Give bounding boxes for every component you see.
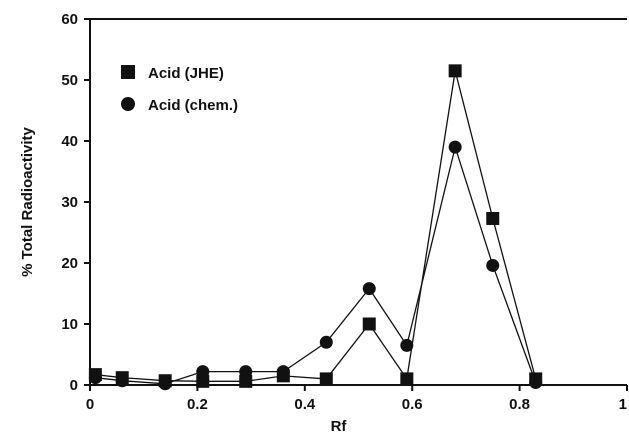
y-tick-label: 10 xyxy=(61,316,78,333)
data-point-circle xyxy=(319,335,333,349)
data-point-circle xyxy=(196,365,210,379)
data-point-circle xyxy=(239,365,253,379)
y-tick-label: 0 xyxy=(70,377,78,394)
data-point-square xyxy=(121,65,135,79)
x-tick-label: 0.8 xyxy=(509,396,530,413)
x-tick-label: 0.6 xyxy=(402,396,423,413)
data-point-circle xyxy=(362,282,376,296)
data-point-square xyxy=(362,317,376,331)
data-point-circle xyxy=(158,377,172,391)
data-point-circle xyxy=(276,365,290,379)
legend: Acid (JHE) Acid (chem.) xyxy=(121,65,238,114)
y-tick-label: 20 xyxy=(61,255,78,272)
y-tick-label: 60 xyxy=(61,11,78,28)
y-tick-label: 40 xyxy=(61,133,78,150)
data-point-square xyxy=(319,372,333,386)
y-axis-title: % Total Radioactivity xyxy=(19,126,36,276)
x-tick-label: 0 xyxy=(86,396,94,413)
data-point-circle xyxy=(115,374,129,388)
y-tick-label: 30 xyxy=(61,194,78,211)
x-tick-label: 0.4 xyxy=(294,396,316,413)
data-point-circle xyxy=(121,97,135,111)
data-point-circle xyxy=(88,371,102,385)
data-point-square xyxy=(486,211,500,225)
series-line-circle xyxy=(95,144,537,385)
x-axis-title: Rf xyxy=(331,418,348,435)
data-point-circle xyxy=(486,258,500,272)
x-tick-label: 1 xyxy=(619,396,627,413)
series-line-square xyxy=(95,70,537,382)
data-point-square xyxy=(448,64,462,78)
data-point-square xyxy=(400,372,414,386)
data-point-circle xyxy=(529,376,543,390)
x-tick-label: 0.2 xyxy=(187,396,208,413)
legend-label: Acid (JHE) xyxy=(148,65,224,82)
data-point-circle xyxy=(400,338,414,352)
y-tick-label: 50 xyxy=(61,72,78,89)
data-point-circle xyxy=(448,140,462,154)
legend-label: Acid (chem.) xyxy=(148,97,238,114)
